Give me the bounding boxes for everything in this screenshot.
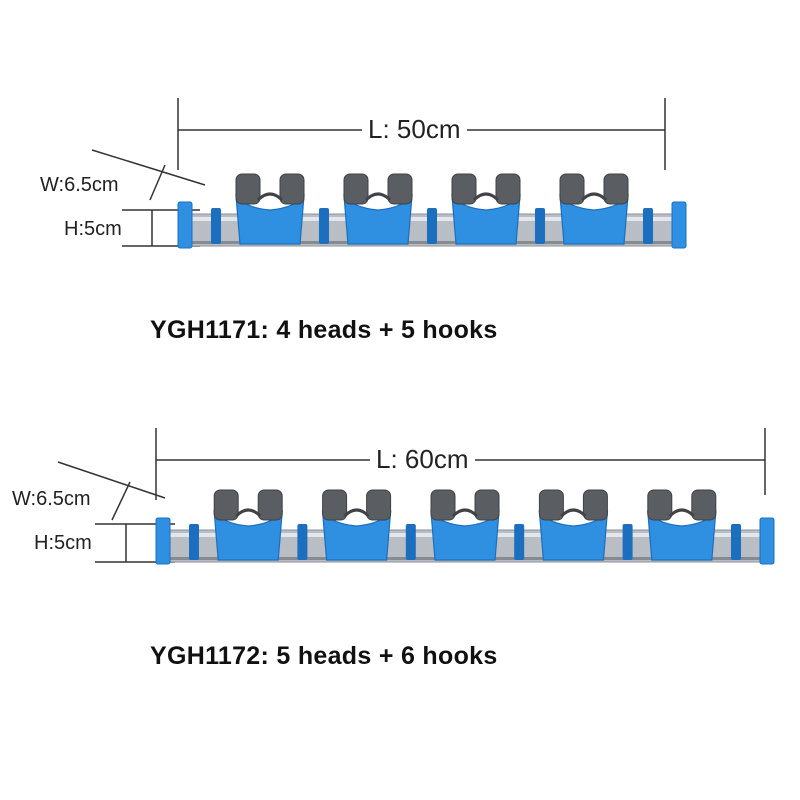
rubber-grip-left [430,489,456,521]
height-label: H:5cm [34,532,92,554]
rubber-grip-left [235,173,261,205]
rubber-grip-right [582,489,608,521]
hook [643,208,653,244]
rubber-grip-right [474,489,500,521]
rubber-grip-right [257,489,283,521]
mop-holder [321,489,392,561]
rubber-grip-left [451,173,477,205]
grip-gap [451,508,479,518]
width-label: W:6.5cm [40,174,119,196]
rubber-grip-right [603,173,629,205]
product-ygh1171: L: 50cm W:6.5cm H:5cm YGH1171: 4 heads +… [0,0,800,380]
mop-holder [647,489,717,561]
model-caption: YGH1172: 5 heads + 6 hooks [150,642,498,670]
mop-holder [213,489,283,561]
grip-gap [560,508,587,518]
rubber-grip-left [559,173,585,205]
hook [189,524,199,560]
hook [405,524,416,560]
right-end-cap [759,517,775,565]
grip-gap [235,508,262,518]
mop-holder-rack [155,489,775,565]
grip-gap [580,192,608,202]
width-label: W:6.5cm [12,488,91,510]
grip-gap [668,508,695,518]
rubber-grip-left [213,489,239,521]
left-end-cap [177,201,193,249]
rubber-grip-right [495,173,521,205]
rubber-grip-right [366,489,392,521]
rubber-grip-right [387,173,413,205]
rack-diagram [91,98,687,249]
rubber-grip-right [691,489,717,521]
rubber-grip-left [538,489,564,521]
hook [211,208,221,244]
rubber-grip-left [647,489,673,521]
mop-holder [559,173,629,245]
hook [514,524,525,560]
grip-gap [343,508,370,518]
rubber-grip-right [279,173,305,205]
mop-holder [343,173,413,245]
height-label: H:5cm [64,218,122,240]
grip-gap [364,192,392,202]
length-label: L: 50cm [362,114,467,145]
right-end-cap [671,201,687,249]
rubber-grip-left [343,173,369,205]
mop-holder [451,173,521,245]
mop-holder [538,489,609,561]
hook [427,208,437,244]
mop-holder [430,489,500,561]
hook [731,524,741,560]
left-end-cap [155,517,171,565]
hook [297,524,308,560]
rubber-grip-left [322,489,348,521]
mop-holder [235,173,305,245]
hook [622,524,633,560]
length-label: L: 60cm [370,444,475,475]
model-caption: YGH1171: 4 heads + 5 hooks [150,316,498,344]
mop-holder-rack [177,173,687,249]
grip-gap [472,192,500,202]
hook [535,208,545,244]
grip-gap [256,192,284,202]
product-ygh1172: L: 60cm W:6.5cm H:5cm YGH1172: 5 heads +… [0,380,800,800]
hook [319,208,329,244]
rack-diagram [57,428,775,565]
